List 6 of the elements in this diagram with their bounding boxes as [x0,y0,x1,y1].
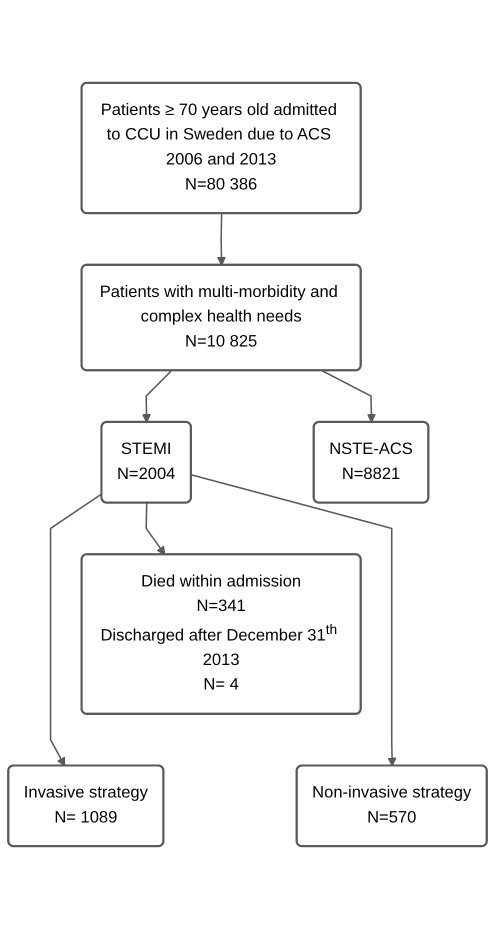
arrow [50,493,102,766]
arrow [191,474,397,766]
arrow [322,370,376,423]
arrow [216,214,226,266]
arrow [145,503,166,556]
arrow [142,370,172,423]
